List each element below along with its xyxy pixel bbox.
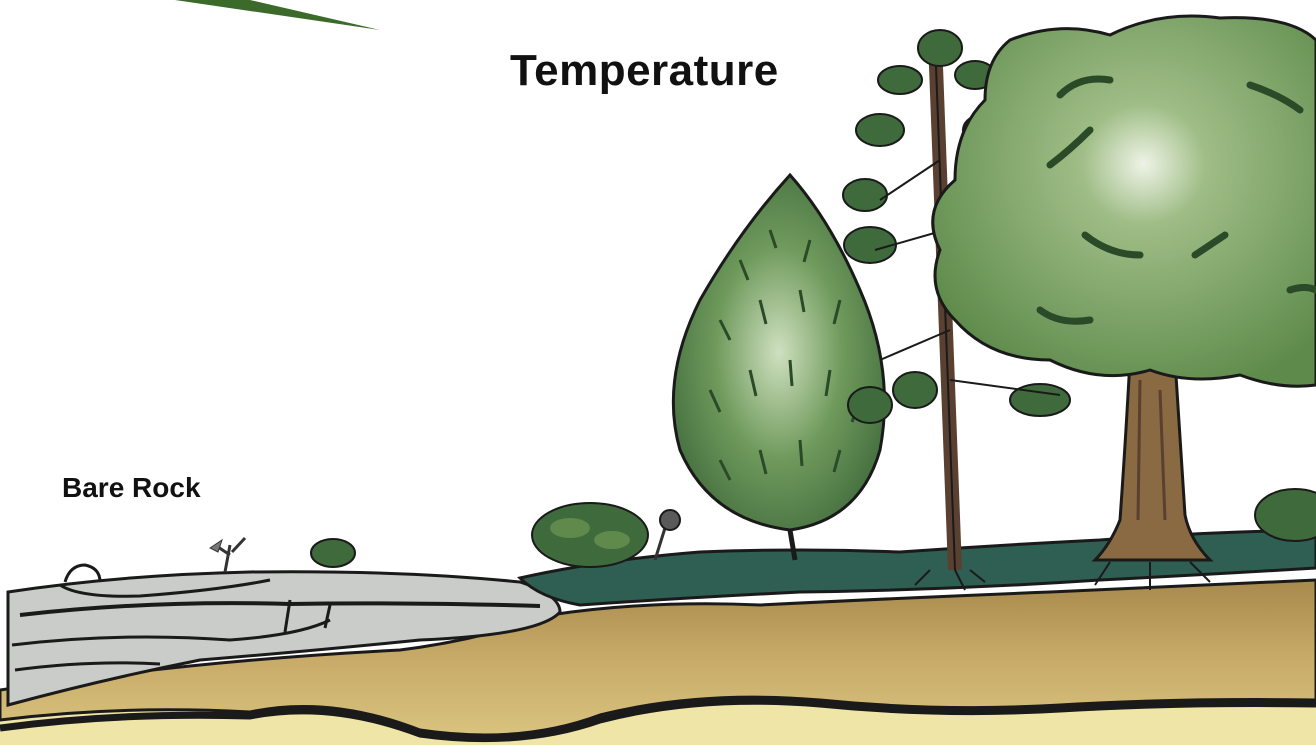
sun-arrow <box>175 0 380 30</box>
bare-rock-label: Bare Rock <box>62 472 201 504</box>
moss <box>311 539 355 567</box>
shrub <box>532 503 648 567</box>
oak-tree <box>933 16 1316 560</box>
lichen <box>65 565 100 582</box>
small-flower <box>655 510 680 560</box>
temperature-label: Temperature <box>510 46 779 96</box>
small-plant <box>210 538 245 572</box>
